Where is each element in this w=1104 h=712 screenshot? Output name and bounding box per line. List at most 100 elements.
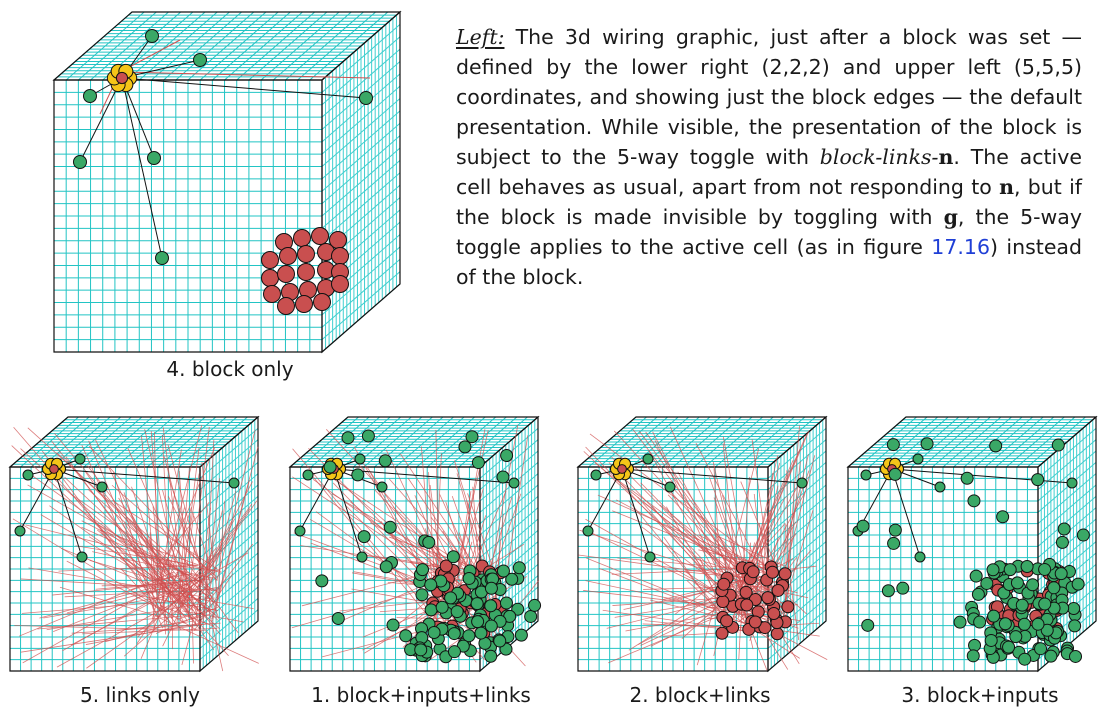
input-node: [193, 53, 207, 67]
input-node: [989, 439, 1003, 453]
input-node: [471, 456, 485, 470]
link-line: [727, 475, 804, 609]
input-node: [484, 581, 498, 595]
link-line: [54, 433, 170, 572]
link-line: [779, 454, 809, 570]
input-node: [446, 550, 460, 564]
para-text-3: , but if the block is made invisible by …: [456, 175, 1082, 229]
input-node: [484, 599, 498, 613]
link-line: [639, 430, 745, 575]
link-line: [27, 484, 221, 594]
link-line: [207, 606, 224, 672]
input-node: [376, 481, 388, 493]
link-line: [141, 435, 158, 600]
link-line: [158, 449, 182, 597]
block-node: [293, 229, 311, 247]
grid-line: [458, 416, 518, 468]
link-line: [71, 493, 207, 590]
input-node: [514, 628, 528, 642]
caption-block-inputs-links: 1. block+inputs+links: [311, 683, 531, 707]
input-node: [427, 626, 441, 640]
input-node: [147, 151, 161, 165]
link-line: [88, 536, 192, 601]
link-line: [456, 473, 487, 576]
input-node: [887, 536, 901, 550]
input-node: [73, 155, 87, 169]
input-node: [76, 551, 88, 563]
grid-line: [767, 609, 827, 661]
input-node: [357, 530, 371, 544]
input-node: [458, 440, 472, 454]
link-line: [301, 565, 458, 607]
input-node: [973, 615, 987, 629]
block-node: [277, 265, 295, 283]
input-node: [331, 611, 345, 625]
input-node: [22, 469, 34, 481]
link-line: [292, 476, 494, 609]
link-line: [201, 461, 219, 601]
caption-links-only: 5. links only: [80, 683, 200, 707]
grid-line: [321, 246, 401, 316]
block-node: [261, 251, 279, 269]
link-line: [698, 549, 778, 569]
link-line: [732, 615, 800, 659]
caption-block-links: 2. block+links: [629, 683, 771, 707]
grid-line: [199, 597, 259, 649]
link-line: [614, 593, 764, 618]
input-node: [1031, 617, 1045, 631]
figure-reference-link[interactable]: 17.16: [931, 235, 990, 259]
input-node: [511, 602, 525, 616]
input-node: [524, 609, 538, 623]
key-n-2: n: [999, 175, 1014, 199]
input-node: [1031, 473, 1045, 487]
input-node: [971, 587, 985, 601]
link-line: [722, 436, 750, 582]
link-line: [81, 526, 190, 576]
grid-line: [189, 416, 248, 468]
input-node: [1010, 576, 1024, 590]
link-line: [762, 490, 806, 568]
input-node: [1038, 597, 1052, 611]
input-node: [582, 525, 594, 537]
link-line: [628, 500, 730, 624]
link-line: [49, 505, 207, 618]
input-node: [987, 609, 1001, 623]
input-node: [383, 520, 397, 534]
input-node: [1038, 562, 1052, 576]
input-node: [378, 454, 392, 468]
input-node: [1055, 535, 1069, 549]
link-line: [756, 485, 779, 574]
para-text-4: , the 5-way toggle applies to the active…: [456, 205, 1082, 259]
link-line: [291, 586, 433, 629]
link-line: [217, 500, 226, 598]
input-node: [1020, 559, 1034, 573]
input-link: [333, 468, 515, 484]
cube-grid: [53, 11, 401, 353]
para-text-2: . The active cell behaves as usual, apar…: [456, 145, 1082, 199]
link-line: [445, 501, 468, 572]
input-link: [121, 77, 367, 99]
block-node: [297, 245, 315, 263]
grid-line: [272, 11, 352, 81]
input-node: [1067, 602, 1081, 616]
active-cell-center: [49, 464, 59, 474]
input-node: [1054, 567, 1068, 581]
wiring-graphic-block-inputs-links: [288, 415, 542, 673]
cube-side-edge: [321, 10, 401, 354]
block-node: [781, 600, 795, 614]
input-node: [414, 643, 428, 657]
block-node: [740, 598, 754, 612]
link-line: [180, 601, 215, 651]
input-node: [934, 481, 946, 493]
input-node: [444, 591, 458, 605]
link-line: [39, 586, 155, 619]
input-node: [1076, 528, 1090, 542]
input-node: [888, 523, 902, 537]
input-link: [333, 468, 363, 558]
caption-block-inputs: 3. block+inputs: [901, 683, 1059, 707]
block-node: [746, 565, 760, 579]
input-node: [294, 525, 306, 537]
link-line: [81, 627, 218, 635]
active-cell-center: [115, 71, 129, 85]
wiring-graphic-links-only: [8, 415, 260, 673]
